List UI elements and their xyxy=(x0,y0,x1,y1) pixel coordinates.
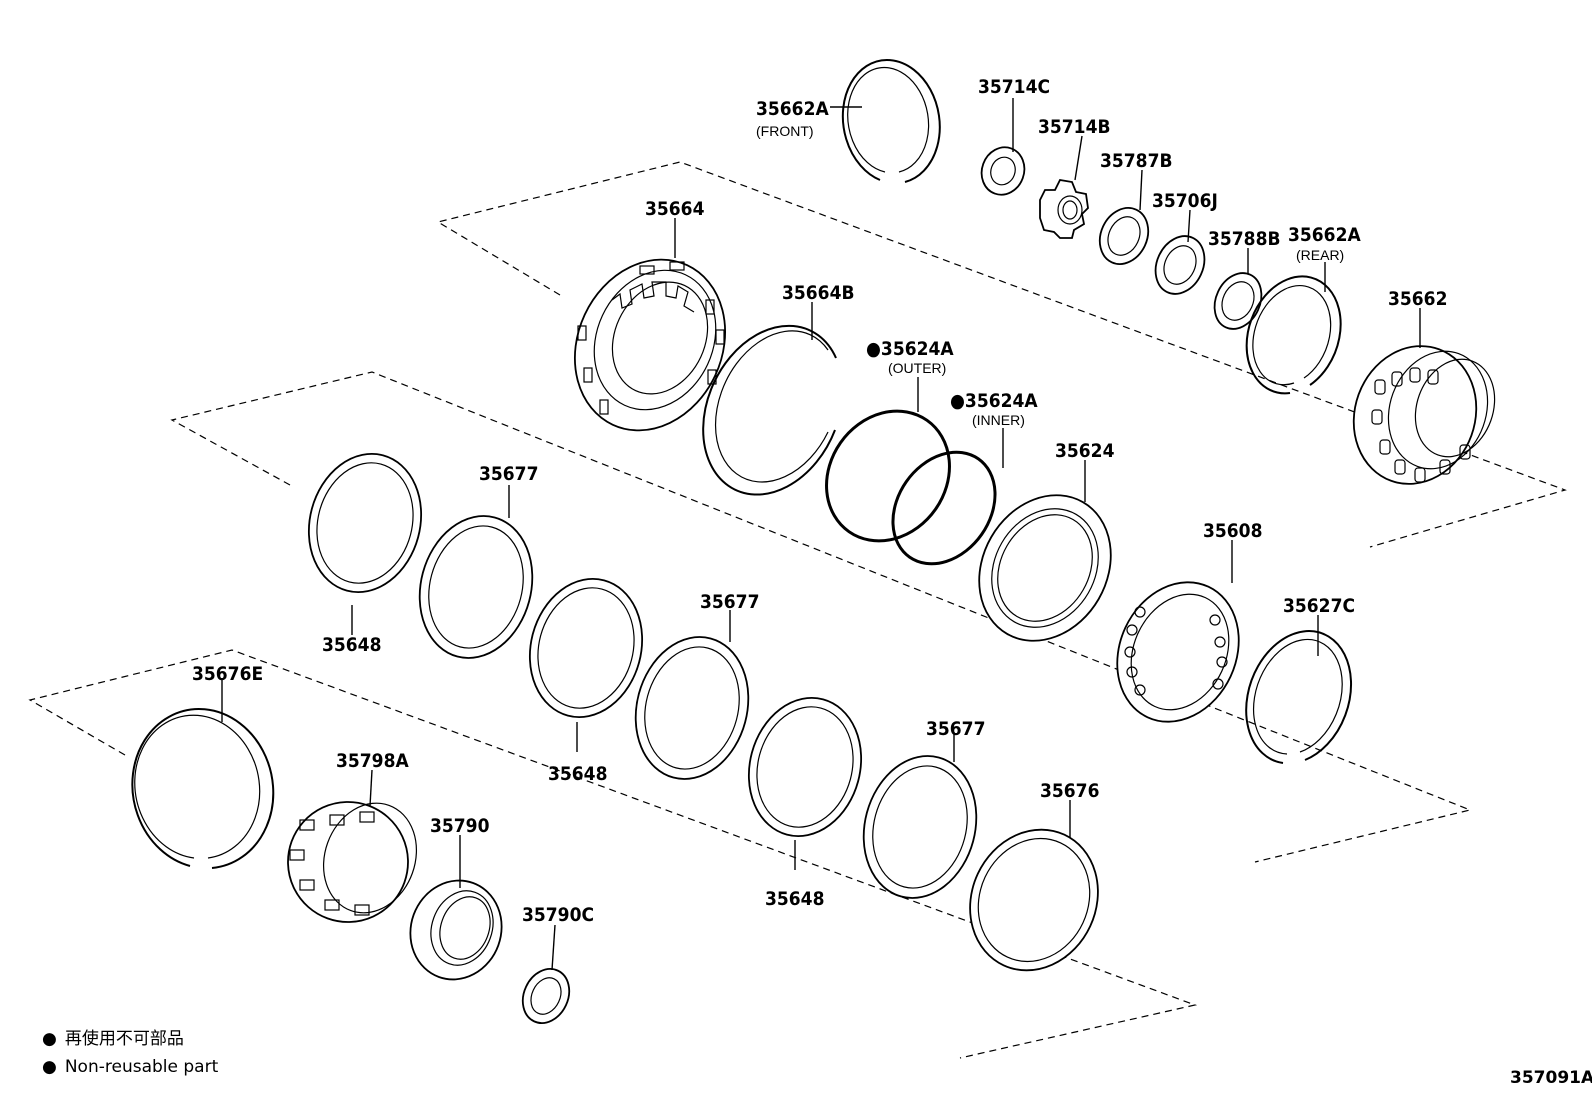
part-35787B-washer[interactable] xyxy=(1091,200,1157,272)
part-35648-clutch-plate-a[interactable] xyxy=(294,441,436,605)
label-35648-b[interactable]: 35648 xyxy=(548,763,607,785)
part-35664-drum[interactable] xyxy=(548,235,753,455)
label-35676E[interactable]: 35676E xyxy=(192,663,263,685)
label-35662A-rear-note: (REAR) xyxy=(1296,247,1344,263)
part-35706J-bearing[interactable] xyxy=(1146,228,1213,302)
part-35714C-washer[interactable] xyxy=(975,141,1031,200)
label-35706J[interactable]: 35706J xyxy=(1152,190,1218,212)
part-35798A-one-way-clutch[interactable] xyxy=(271,785,431,939)
label-35624A-outer-note: (OUTER) xyxy=(888,360,946,376)
legend-text-en: Non-reusable part xyxy=(65,1057,219,1077)
label-35662[interactable]: 35662 xyxy=(1388,288,1447,310)
label-35787B[interactable]: 35787B xyxy=(1100,150,1173,172)
part-35676E-snap-ring[interactable] xyxy=(131,708,275,869)
legend-text-ja: 再使用不可部品 xyxy=(65,1028,184,1049)
legend-line-en: ● Non-reusable part xyxy=(42,1057,219,1077)
label-35676[interactable]: 35676 xyxy=(1040,780,1099,802)
label-35662A-rear[interactable]: 35662A xyxy=(1288,224,1361,246)
nonreusable-mark: ● xyxy=(866,338,881,360)
part-35677-friction-disc-a[interactable] xyxy=(404,503,548,671)
label-35624A-inner-text: 35624A xyxy=(965,390,1038,412)
label-35624[interactable]: 35624 xyxy=(1055,440,1115,462)
label-35624A-outer-text: 35624A xyxy=(881,338,954,360)
label-35664B[interactable]: 35664B xyxy=(782,282,855,304)
part-35608-spring-retainer[interactable] xyxy=(1095,562,1261,742)
label-35664[interactable]: 35664 xyxy=(645,198,705,220)
part-35648-clutch-plate-c[interactable] xyxy=(734,685,876,849)
label-35788B[interactable]: 35788B xyxy=(1208,228,1281,250)
label-35677-b[interactable]: 35677 xyxy=(700,591,759,613)
group-outline-bottom xyxy=(28,649,1198,1059)
label-35627C[interactable]: 35627C xyxy=(1283,595,1355,617)
label-35790C[interactable]: 35790C xyxy=(522,904,594,926)
legend-bullet: ● xyxy=(42,1057,57,1077)
label-35790[interactable]: 35790 xyxy=(430,815,490,837)
legend: ● 再使用不可部品 ● Non-reusable part xyxy=(42,1028,219,1077)
part-35664B-snap-ring[interactable] xyxy=(702,324,837,496)
label-35624A-inner[interactable]: ●35624A xyxy=(950,390,1038,412)
part-35662A-rear-snap-ring[interactable] xyxy=(1245,275,1342,395)
label-35624A-inner-note: (INNER) xyxy=(972,412,1025,428)
part-35677-friction-disc-c[interactable] xyxy=(848,743,992,911)
catalog-number: 357091A xyxy=(1510,1068,1592,1088)
part-labels: 35662A (FRONT) 35714C 35714B 35787B 3570… xyxy=(192,76,1447,926)
label-35677-c[interactable]: 35677 xyxy=(926,718,985,740)
part-35790-race[interactable] xyxy=(397,868,516,993)
part-35677-friction-disc-b[interactable] xyxy=(620,624,764,792)
legend-bullet: ● xyxy=(42,1029,57,1049)
part-35676-pressure-plate[interactable] xyxy=(947,809,1120,992)
label-35662A-front[interactable]: 35662A xyxy=(756,98,829,120)
part-35790C-bearing[interactable] xyxy=(514,961,578,1030)
label-35662A-front-note: (FRONT) xyxy=(756,123,814,139)
part-35648-clutch-plate-b[interactable] xyxy=(515,566,657,730)
group-outline-middle xyxy=(170,371,1472,863)
part-35627C-snap-ring[interactable] xyxy=(1245,630,1353,764)
label-35714B[interactable]: 35714B xyxy=(1038,116,1111,138)
part-35662-clutch-drum[interactable] xyxy=(1335,329,1508,502)
label-35714C[interactable]: 35714C xyxy=(978,76,1050,98)
label-35624A-outer[interactable]: ●35624A xyxy=(866,338,954,360)
label-35677-a[interactable]: 35677 xyxy=(479,463,538,485)
part-35788B-washer[interactable] xyxy=(1206,265,1270,336)
legend-line-ja: ● 再使用不可部品 xyxy=(42,1028,184,1049)
leader-lines xyxy=(221,98,1421,971)
label-35648-a[interactable]: 35648 xyxy=(322,634,381,656)
part-35624-piston[interactable] xyxy=(953,471,1136,665)
part-35714B-hub[interactable] xyxy=(1039,179,1089,239)
label-35798A[interactable]: 35798A xyxy=(336,750,409,772)
label-35608[interactable]: 35608 xyxy=(1203,520,1262,542)
label-35648-c[interactable]: 35648 xyxy=(765,888,824,910)
part-35624A-inner-oring[interactable] xyxy=(872,432,1016,583)
part-35662A-front-snap-ring[interactable] xyxy=(841,58,941,183)
part-35624A-outer-oring[interactable] xyxy=(801,387,974,565)
nonreusable-mark: ● xyxy=(950,390,965,412)
